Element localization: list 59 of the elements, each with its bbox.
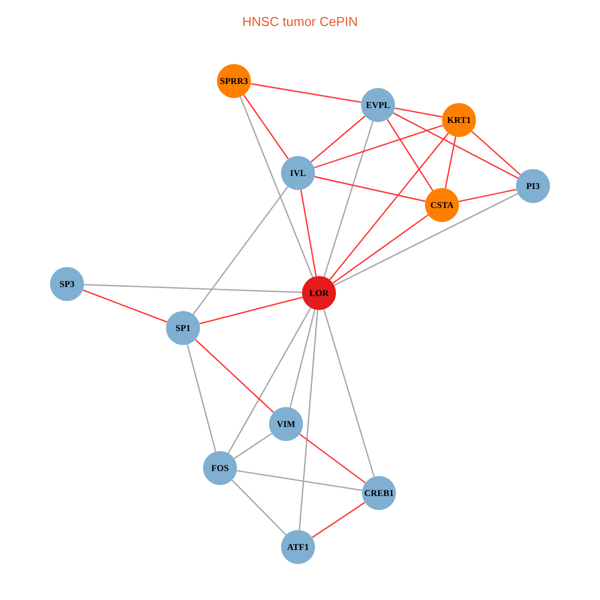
network-edge xyxy=(332,214,429,284)
chart-title: HNSC tumor CePIN xyxy=(242,13,358,31)
network-edge xyxy=(231,480,287,536)
network-edge xyxy=(471,130,521,176)
network-edge xyxy=(314,176,426,202)
gene-node xyxy=(425,188,459,222)
gene-label: KRT1 xyxy=(447,116,471,124)
gene-node xyxy=(281,156,315,190)
gene-label: SP3 xyxy=(59,280,74,288)
gene-node xyxy=(217,64,251,98)
network-edge xyxy=(299,434,366,484)
gene-node xyxy=(361,88,395,122)
gene-label: LOR xyxy=(309,288,329,298)
gene-node xyxy=(203,451,237,485)
network-edge xyxy=(444,136,456,188)
network-edge xyxy=(394,107,442,118)
network-edge xyxy=(312,502,366,538)
network-edge xyxy=(323,309,375,477)
gene-node xyxy=(269,407,303,441)
network-edge xyxy=(192,186,288,315)
network-edge xyxy=(84,284,302,294)
gene-node xyxy=(166,311,200,345)
gene-label: EVPL xyxy=(366,100,390,110)
gene-node xyxy=(442,103,476,137)
network-edge xyxy=(298,310,318,530)
network-edge xyxy=(310,116,366,162)
network-edge xyxy=(186,344,216,452)
gene-label: SP1 xyxy=(175,324,190,332)
network-edge xyxy=(290,309,316,408)
network-edge xyxy=(300,190,317,276)
network-edge xyxy=(82,289,168,323)
network-edge xyxy=(458,188,516,202)
gene-node xyxy=(50,267,84,301)
gene-label: CREB1 xyxy=(364,488,394,498)
gene-node xyxy=(281,530,315,564)
gene-label: FOS xyxy=(211,464,229,472)
network-edge xyxy=(323,121,374,277)
network-edge xyxy=(234,432,272,460)
gene-node xyxy=(516,169,550,203)
gene-label: IVL xyxy=(290,168,306,178)
network-edge xyxy=(392,112,518,179)
network-edge xyxy=(195,339,274,413)
network-edge xyxy=(240,96,314,278)
gene-node xyxy=(302,276,336,310)
gene-label: CSTA xyxy=(430,200,454,210)
gene-label: VIM xyxy=(276,420,296,428)
network-edge xyxy=(243,94,289,160)
network-edge xyxy=(236,470,362,491)
network-edge xyxy=(250,83,362,103)
network-edge xyxy=(329,132,449,280)
network-edge xyxy=(334,193,518,286)
network-edge xyxy=(314,124,444,168)
gene-label: SPRR3 xyxy=(220,76,248,86)
gene-node xyxy=(362,476,396,510)
network-edge xyxy=(199,296,303,324)
network-edge xyxy=(386,118,434,192)
gene-label: PI3 xyxy=(526,182,540,190)
gene-label: ATF1 xyxy=(287,542,309,552)
network-edge xyxy=(228,307,312,454)
